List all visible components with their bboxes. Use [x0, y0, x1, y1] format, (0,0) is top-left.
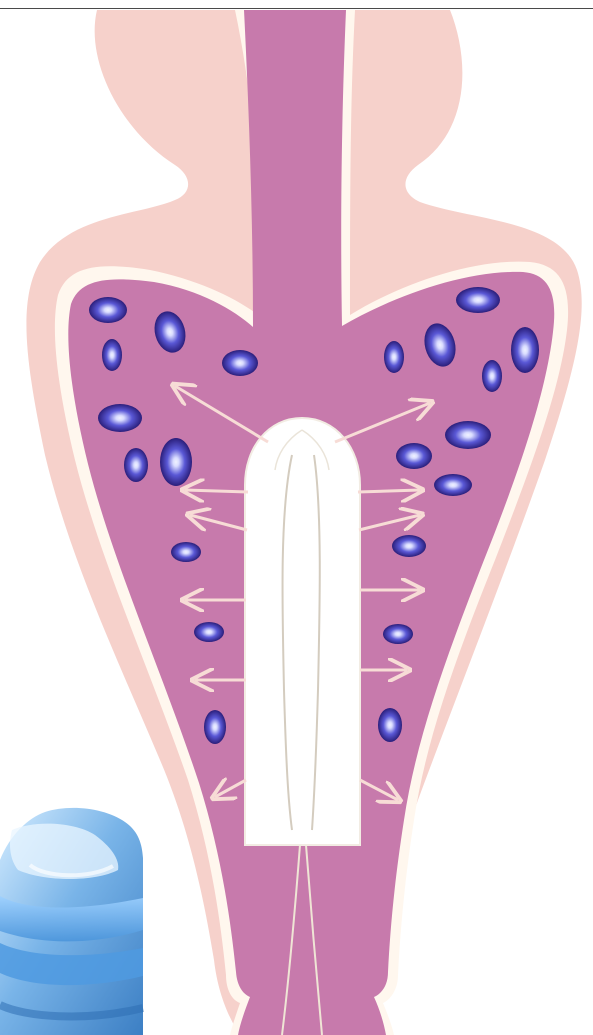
ellipse-cell-icon	[511, 327, 539, 373]
ellipse-cell-icon	[445, 421, 491, 449]
tampon-icon	[245, 418, 360, 845]
absorption-arrow-icon	[185, 490, 248, 492]
ellipse-cell-icon	[204, 710, 226, 744]
ellipse-cell-icon	[384, 341, 404, 373]
ellipse-cell-icon	[378, 708, 402, 742]
ellipse-cell-icon	[392, 535, 426, 557]
ellipse-cell-icon	[396, 443, 432, 469]
ellipse-cell-icon	[383, 624, 413, 644]
ellipse-cell-icon	[124, 448, 148, 482]
ellipse-cell-icon	[222, 350, 258, 376]
absorption-arrow-icon	[358, 490, 420, 492]
ellipse-cell-icon	[434, 474, 472, 496]
ellipse-cell-icon	[89, 297, 127, 323]
blue-product-icon	[0, 808, 143, 1035]
ellipse-cell-icon	[171, 542, 201, 562]
ellipse-cell-icon	[456, 287, 500, 313]
ellipse-cell-icon	[160, 438, 192, 486]
ellipse-cell-icon	[194, 622, 224, 642]
ellipse-cell-icon	[98, 404, 142, 432]
ellipse-cell-icon	[102, 339, 122, 371]
ellipse-cell-icon	[482, 360, 502, 392]
